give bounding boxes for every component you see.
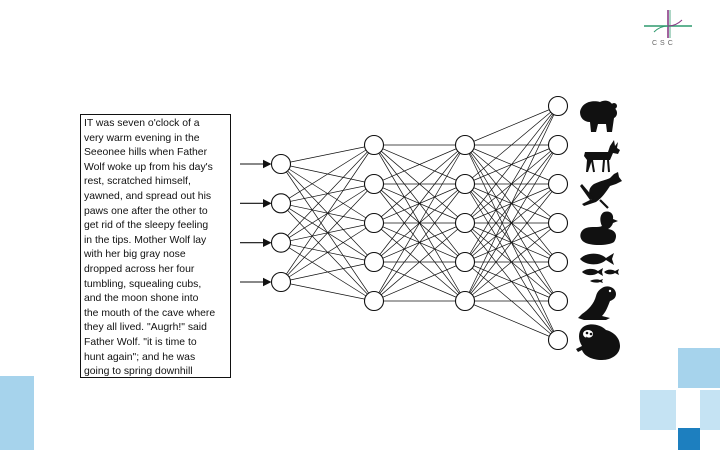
hidden-node	[454, 173, 476, 195]
hidden-node	[454, 134, 476, 156]
network-edge	[280, 183, 375, 283]
output-node	[547, 134, 569, 156]
network-edge	[464, 183, 559, 302]
sloth-icon	[576, 324, 620, 360]
network-edge	[373, 144, 466, 263]
output-node	[547, 251, 569, 273]
kangaroo-icon	[580, 172, 622, 209]
csc-logo	[644, 10, 692, 38]
network-edge	[464, 105, 559, 224]
input-node	[270, 193, 292, 214]
network-edge	[280, 144, 375, 204]
bear-icon	[580, 100, 617, 132]
input-node	[270, 232, 292, 253]
seal-icon	[578, 286, 616, 320]
story-text: IT was seven o'clock of a very warm even…	[84, 118, 216, 378]
network-edge	[373, 144, 466, 224]
hidden-node	[454, 290, 476, 312]
decor-square-right-light	[700, 390, 720, 430]
network-edge	[373, 261, 466, 302]
network-edge	[373, 222, 466, 302]
decor-square-left	[0, 376, 34, 450]
input-node	[270, 271, 292, 293]
fish-icon	[580, 253, 619, 283]
network-edge	[464, 144, 559, 302]
deer-icon	[584, 140, 620, 173]
network-edge	[373, 144, 466, 302]
input-node	[270, 153, 292, 175]
network-edge	[280, 144, 375, 165]
hidden-node	[363, 251, 385, 273]
hidden-node	[363, 212, 385, 234]
hidden-node	[454, 212, 476, 234]
network-edge	[280, 261, 375, 283]
network-edge	[280, 281, 375, 302]
network-edge	[280, 144, 375, 283]
network-edge	[464, 261, 559, 302]
network-connections	[280, 105, 559, 341]
network-nodes	[270, 95, 569, 351]
output-node	[547, 173, 569, 195]
decor-square-right-mid	[640, 390, 676, 430]
network-edge	[280, 222, 375, 283]
text-input-box: IT was seven o'clock of a very warm even…	[80, 114, 231, 378]
network-edge	[373, 144, 466, 185]
output-node	[547, 95, 569, 117]
network-edge	[280, 144, 375, 243]
network-edge	[464, 105, 559, 185]
hidden-node	[363, 173, 385, 195]
output-node	[547, 329, 569, 351]
network-edge	[464, 222, 559, 302]
logo-text: CSC	[652, 40, 676, 47]
duck-icon	[580, 211, 618, 245]
hidden-node	[363, 290, 385, 312]
input-arrows	[240, 159, 272, 287]
network-edge	[373, 183, 466, 302]
decor-square-right-top	[678, 348, 720, 388]
network-edge	[464, 105, 559, 302]
hidden-node	[454, 251, 476, 273]
network-edge	[464, 300, 559, 341]
output-node	[547, 212, 569, 234]
hidden-node	[363, 134, 385, 156]
network-edge	[464, 105, 559, 146]
decor-square-right-dark	[678, 428, 700, 450]
network-edge	[464, 105, 559, 263]
output-node	[547, 290, 569, 312]
